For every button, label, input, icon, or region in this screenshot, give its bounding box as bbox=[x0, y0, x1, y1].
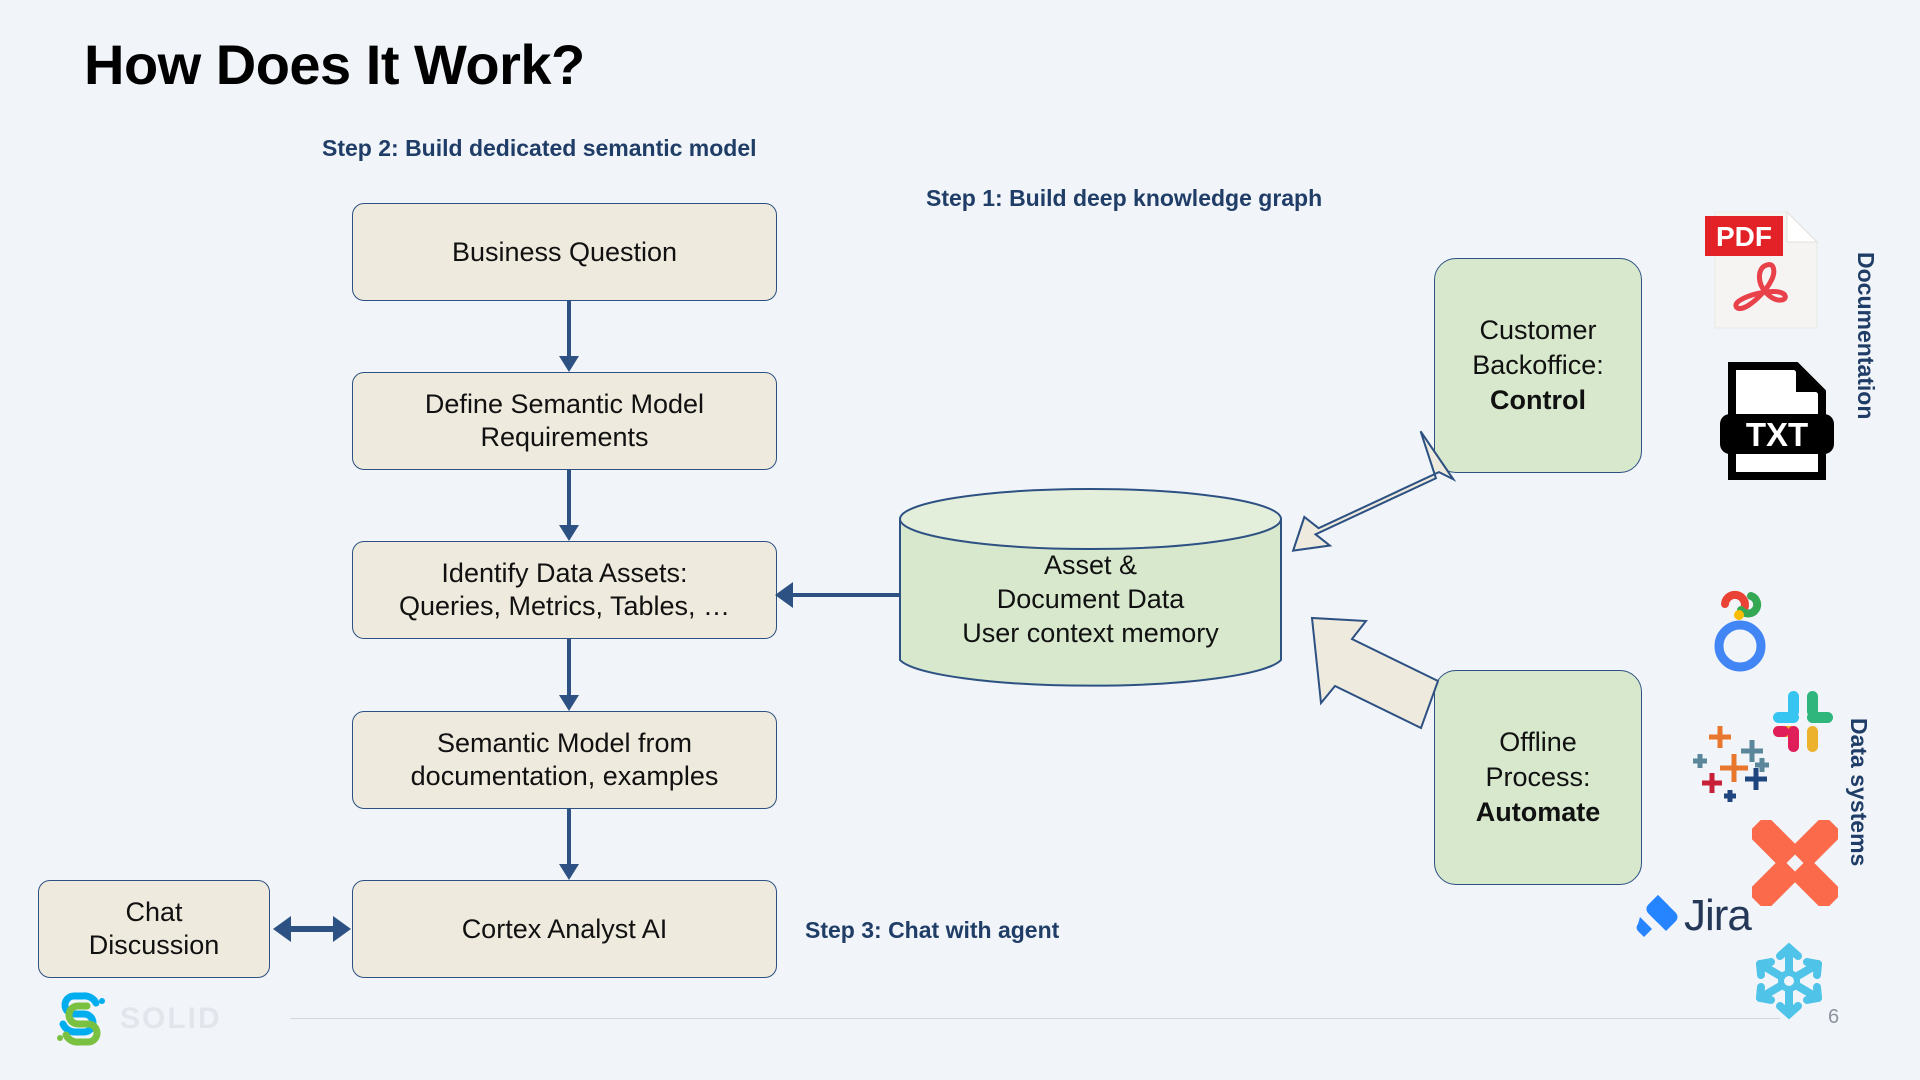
data-systems-rail-label: Data systems bbox=[1846, 718, 1872, 867]
arrow-head-down-icon bbox=[559, 695, 579, 711]
arrow-head-down-icon bbox=[559, 356, 579, 372]
flow-box-cortex-analyst-ai[interactable]: Cortex Analyst AI bbox=[352, 880, 777, 978]
line-2: Backoffice: bbox=[1472, 349, 1604, 380]
flow-box-business-question[interactable]: Business Question bbox=[352, 203, 777, 301]
arrow-chat-cortex-bidirectional bbox=[273, 916, 351, 942]
arrow-shaft bbox=[289, 926, 335, 932]
txt-file-icon: TXT bbox=[1720, 362, 1834, 480]
step-1-label: Step 1: Build deep knowledge graph bbox=[926, 185, 1323, 211]
google-analytics-icon bbox=[1714, 590, 1766, 672]
line-2: Queries, Metrics, Tables, … bbox=[398, 591, 731, 621]
jira-icon bbox=[1636, 895, 1678, 937]
arrow-semantic-to-cortex bbox=[556, 809, 582, 880]
arrow-head-down-icon bbox=[559, 864, 579, 880]
database-cylinder-label: Asset & Document Data User context memor… bbox=[898, 549, 1283, 650]
arrow-business-to-define bbox=[556, 301, 582, 372]
flow-box-semantic-model-label: Semantic Model from documentation, examp… bbox=[411, 727, 719, 793]
arrow-shaft bbox=[567, 809, 571, 864]
flow-box-chat-discussion[interactable]: Chat Discussion bbox=[38, 880, 270, 978]
line-1: Customer bbox=[1479, 314, 1597, 345]
slack-icon bbox=[1773, 691, 1833, 752]
line-1: Asset & bbox=[1043, 550, 1138, 580]
arrow-head-left-icon bbox=[775, 582, 793, 608]
flow-box-business-question-label: Business Question bbox=[451, 236, 678, 267]
pdf-file-icon: PDF bbox=[1705, 210, 1819, 329]
arrow-head-down-icon bbox=[559, 525, 579, 541]
solid-mark-icon bbox=[57, 992, 105, 1046]
step-2-label: Step 2: Build dedicated semantic model bbox=[322, 135, 757, 161]
jira-label: Jira bbox=[1684, 891, 1752, 940]
line-2: Discussion bbox=[88, 930, 220, 960]
arrow-shaft bbox=[567, 639, 571, 695]
line-1: Offline bbox=[1499, 726, 1577, 757]
svg-text:TXT: TXT bbox=[1746, 416, 1808, 453]
arrow-head-left-icon bbox=[273, 916, 291, 942]
line-3: User context memory bbox=[962, 617, 1219, 648]
line-1: Identify Data Assets: bbox=[441, 558, 688, 589]
source-box-offline-process-label: Offline Process: Automate bbox=[1476, 725, 1601, 830]
snowflake-icon bbox=[1756, 942, 1822, 1020]
flow-box-identify-data-assets[interactable]: Identify Data Assets: Queries, Metrics, … bbox=[352, 541, 777, 639]
line-1: Define Semantic Model bbox=[424, 389, 705, 420]
tableau-icon bbox=[1693, 726, 1769, 802]
source-box-offline-process[interactable]: Offline Process: Automate bbox=[1434, 670, 1642, 885]
flow-box-semantic-model[interactable]: Semantic Model from documentation, examp… bbox=[352, 711, 777, 809]
line-2: Document Data bbox=[996, 583, 1185, 614]
arrow-head-right-icon bbox=[333, 916, 351, 942]
jira-logo: Jira bbox=[1636, 890, 1826, 942]
source-box-customer-backoffice-label: Customer Backoffice: Control bbox=[1472, 313, 1604, 418]
flow-box-identify-data-assets-label: Identify Data Assets: Queries, Metrics, … bbox=[399, 557, 730, 623]
database-cylinder-shape bbox=[899, 488, 1282, 687]
emphasis: Automate bbox=[1475, 797, 1601, 828]
footer-divider bbox=[290, 1018, 1780, 1019]
flow-box-cortex-analyst-ai-label: Cortex Analyst AI bbox=[461, 913, 668, 944]
source-box-customer-backoffice[interactable]: Customer Backoffice: Control bbox=[1434, 258, 1642, 473]
line-2: Process: bbox=[1485, 761, 1591, 792]
block-arrow-automate-to-database bbox=[1310, 616, 1440, 730]
arrow-define-to-identify bbox=[556, 470, 582, 541]
line-1: Semantic Model from bbox=[436, 728, 693, 759]
database-cylinder[interactable]: Asset & Document Data User context memor… bbox=[898, 487, 1283, 692]
documentation-rail-label: Documentation bbox=[1853, 252, 1879, 420]
line-2: Requirements bbox=[480, 422, 649, 452]
airtable-icon bbox=[1752, 820, 1838, 906]
line-1: Chat bbox=[125, 897, 183, 928]
arrow-shaft bbox=[792, 593, 903, 597]
flow-box-chat-discussion-label: Chat Discussion bbox=[89, 896, 220, 962]
svg-text:PDF: PDF bbox=[1716, 221, 1772, 252]
emphasis: Control bbox=[1490, 385, 1586, 416]
arrow-shaft bbox=[567, 470, 571, 525]
solid-logo: SOLID bbox=[52, 990, 242, 1048]
arrow-identify-to-semantic bbox=[556, 639, 582, 711]
line-2: documentation, examples bbox=[410, 761, 719, 791]
arrow-shaft bbox=[567, 301, 571, 356]
arrow-database-to-identify bbox=[775, 582, 903, 608]
flow-box-define-requirements-label: Define Semantic Model Requirements bbox=[425, 388, 704, 454]
solid-logo-text: SOLID bbox=[120, 1002, 222, 1035]
flow-box-define-requirements[interactable]: Define Semantic Model Requirements bbox=[352, 372, 777, 470]
step-3-label: Step 3: Chat with agent bbox=[805, 917, 1060, 943]
page-title: How Does It Work? bbox=[84, 33, 585, 96]
block-arrow-control-to-database bbox=[1291, 430, 1457, 552]
page-number: 6 bbox=[1828, 1006, 1840, 1028]
